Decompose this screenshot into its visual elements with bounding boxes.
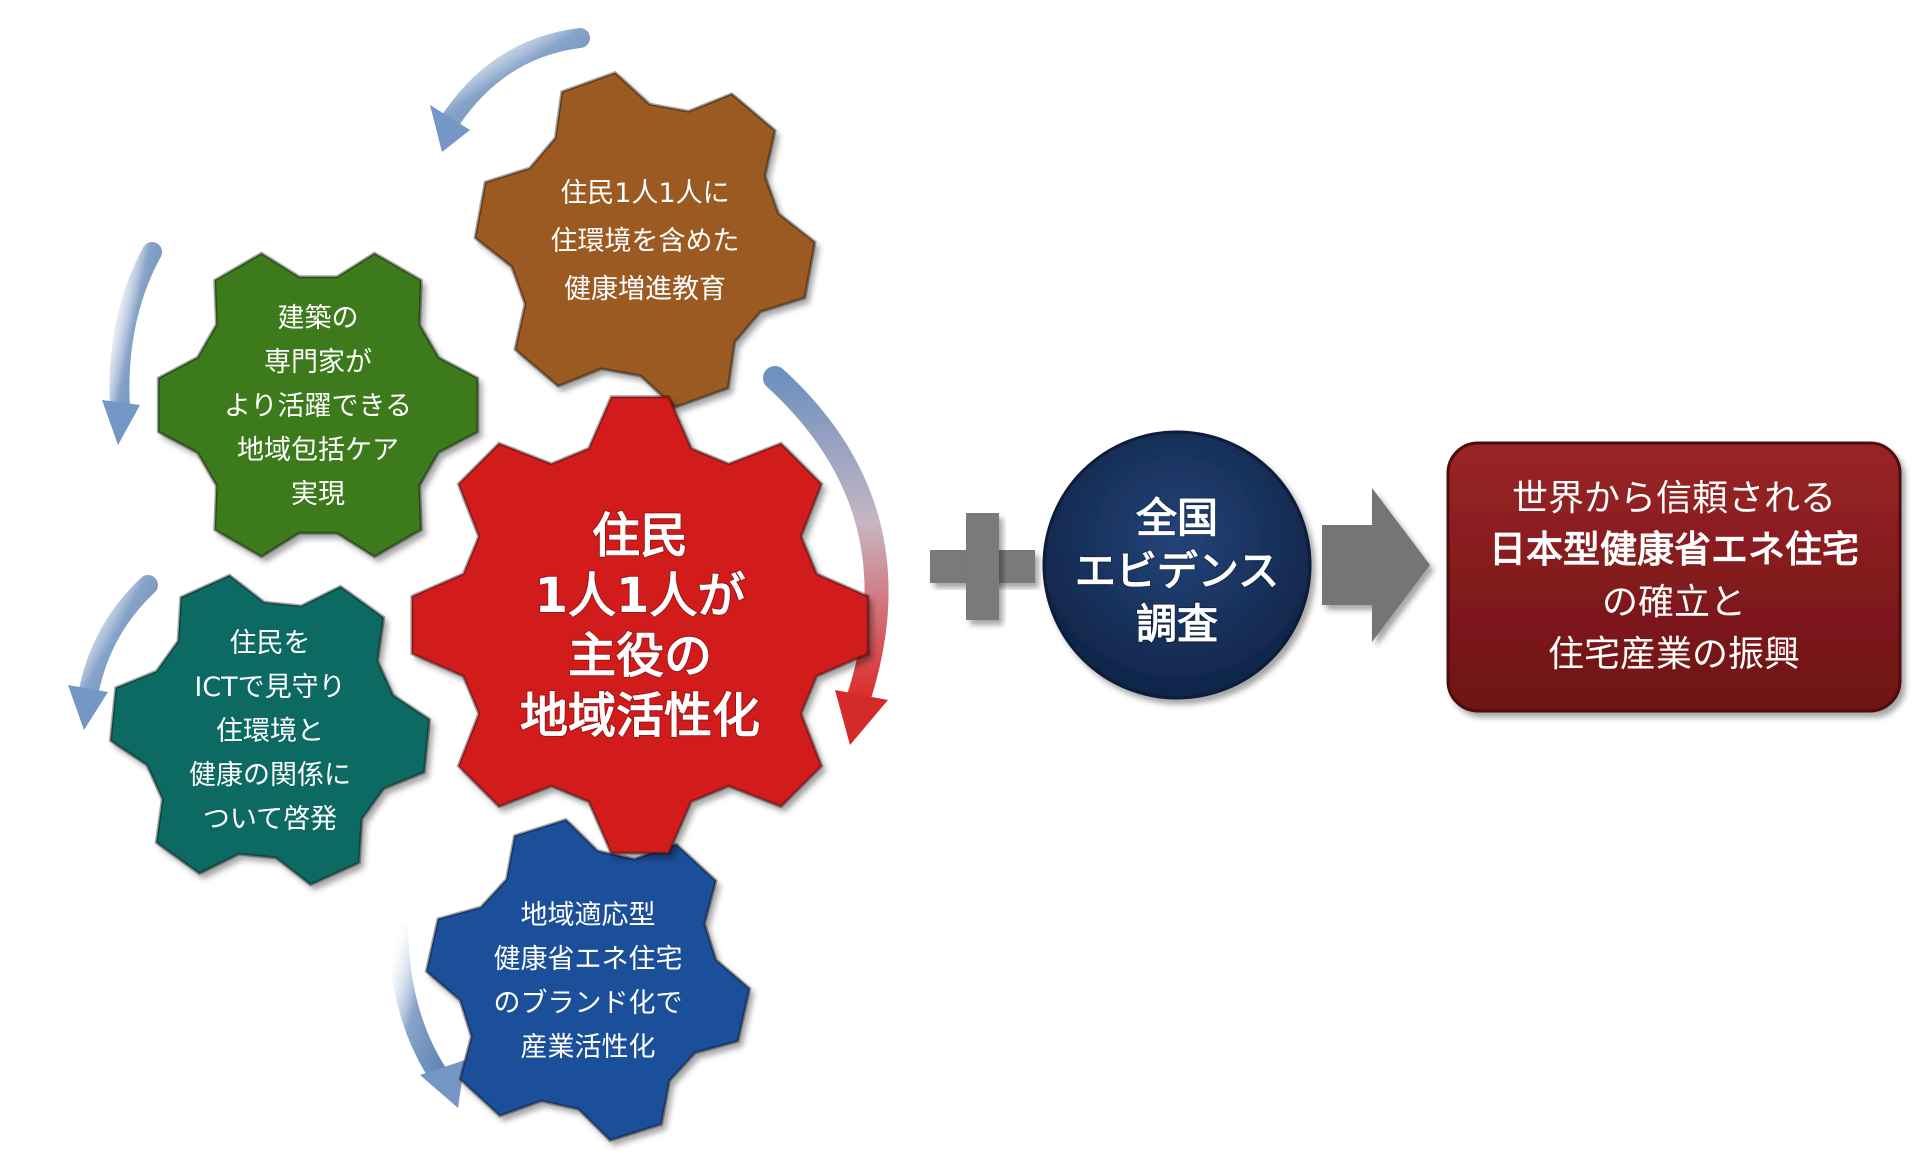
survey-circle: [1042, 430, 1312, 700]
result-line-3: の確立と: [1602, 582, 1746, 623]
result-box: [1446, 441, 1902, 713]
gear-care-line-1: 建築の: [278, 303, 359, 334]
gear-industry-line-4: 産業活性化: [521, 1032, 656, 1063]
gear-education-line-3: 健康増進教育: [564, 274, 726, 305]
gear-care-line-4: 地域包括ケア: [237, 435, 399, 466]
gear-ict-line-2: ICTで見守り: [194, 672, 345, 703]
result-arrow: [1322, 488, 1430, 642]
gear-ict-line-5: ついて啓発: [203, 804, 337, 835]
cycle-arrow-upper-left: [109, 242, 162, 420]
cycle-arrow-lower-left: [78, 575, 158, 705]
gear-industry-line-3: のブランド化で: [494, 988, 683, 1019]
survey-line-1: 全国: [1135, 494, 1218, 542]
cycle-arrow-bottom: [388, 920, 452, 1090]
gear-care-line-5: 実現: [291, 479, 345, 510]
cycle-arrow-red: [763, 366, 889, 712]
gear-education-line-1: 住民1人1人に: [560, 178, 729, 209]
gear-ict-line-3: 住環境と: [216, 716, 324, 747]
survey-line-2: エビデンス: [1075, 547, 1279, 595]
gear-care-shape: [156, 251, 480, 559]
survey-line-3: 調査: [1136, 600, 1218, 648]
gear-education-shape: [473, 70, 817, 410]
gear-industry-line-2: 健康省エネ住宅: [494, 944, 683, 975]
result-node: 世界から信頼される 日本型健康省エネ住宅 の確立と 住宅産業の振興: [1446, 441, 1902, 713]
cycle-arrowhead-lower-left: [68, 685, 108, 730]
gear-care-line-3: より活躍できる: [224, 391, 412, 422]
cycle-arrowhead-bottom: [420, 1060, 465, 1108]
cycle-arrow-top: [442, 28, 590, 128]
cycle-arrows: [68, 28, 889, 1108]
survey-node: 全国 エビデンス 調査: [1042, 430, 1312, 700]
gear-education-line-2: 住環境を含めた: [551, 226, 740, 257]
gear-care-line-2: 専門家が: [264, 347, 372, 378]
gear-industry-line-1: 地域適応型: [521, 900, 656, 931]
gear-center-shape: [410, 395, 870, 855]
plus-sign: [930, 513, 1035, 620]
result-line-1: 世界から信頼される: [1512, 478, 1836, 519]
result-line-4: 住宅産業の振興: [1548, 634, 1800, 675]
gear-center-line-1: 住民: [592, 508, 688, 564]
gear-center-line-3: 主役の: [568, 628, 712, 684]
gear-ict-shape: [108, 573, 432, 887]
plus-vertical-bar: [966, 513, 999, 620]
gear-ict-line-1: 住民を: [230, 628, 311, 659]
gear-ict-line-4: 健康の関係に: [189, 760, 351, 791]
cycle-arrowhead-upper-left: [102, 400, 140, 445]
cycle-arrowhead-top: [430, 105, 470, 152]
cycle-arrowhead-red: [835, 690, 888, 745]
result-line-2: 日本型健康省エネ住宅: [1489, 528, 1859, 571]
gear-industry-shape: [424, 817, 752, 1143]
gear-center-line-4: 地域活性化: [520, 688, 760, 744]
gear-center-line-2: 1人1人が: [535, 568, 746, 624]
gear-layer: 住民1人1人に住環境を含めた健康増進教育建築の専門家がより活躍できる地域包括ケア…: [108, 70, 870, 1143]
